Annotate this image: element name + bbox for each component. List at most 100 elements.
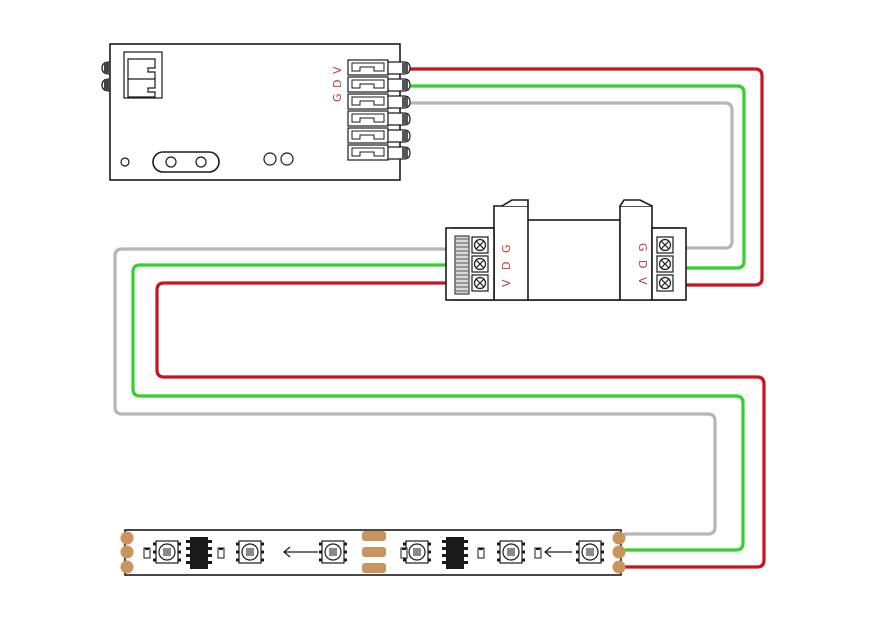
led-pin (319, 550, 322, 554)
led-die (163, 548, 171, 556)
ic-pin (186, 561, 190, 564)
data-wire-amplifier-to-strip (131, 263, 745, 552)
resistor-cap (479, 548, 483, 550)
amp-left-label-v: V (500, 279, 513, 287)
led-pin (428, 558, 431, 562)
connector-contact (351, 62, 385, 72)
ground-wire-amplifier-to-strip (113, 247, 717, 536)
led-strip (120, 529, 626, 576)
ic-body (446, 537, 464, 569)
led-pin (261, 558, 264, 562)
arrow-head (544, 546, 552, 558)
led-pin (319, 542, 322, 546)
led-pin (319, 558, 322, 562)
led-die (329, 548, 337, 556)
amp-left-label-g: G (500, 244, 513, 253)
led-chip (153, 540, 181, 564)
ic-pin (186, 540, 190, 543)
led-pin (236, 542, 239, 546)
ic-pin (442, 554, 446, 557)
led-pin (236, 550, 239, 554)
connector-contact (351, 79, 385, 89)
driver-ic (186, 537, 212, 569)
wire-plug-tip (402, 97, 408, 107)
led-pin (153, 558, 156, 562)
indicator-led (263, 152, 277, 166)
led-pin (601, 558, 604, 562)
power-wire-controller-to-amplifier (408, 67, 764, 287)
cut-pad (362, 563, 386, 573)
cut-pad (362, 531, 386, 541)
screw-slot (475, 240, 485, 250)
wire-plug-tip (402, 80, 408, 90)
ic-pin (186, 547, 190, 550)
wire-plug-tip (402, 131, 408, 141)
connector-contact (351, 113, 385, 123)
mount-hole (120, 157, 130, 167)
solder-pad (612, 560, 626, 574)
arrow-left-icon (544, 546, 572, 558)
led-pin (178, 550, 181, 554)
ic-pin (464, 554, 468, 557)
screw-slot (660, 259, 670, 269)
led-die (413, 548, 421, 556)
led-pin (522, 542, 525, 546)
ic-pin (464, 547, 468, 550)
connector-contact (351, 147, 385, 157)
arrow-left-icon (283, 546, 318, 558)
wire-plug-tip (402, 114, 408, 124)
ic-pin (464, 540, 468, 543)
led-pin (344, 558, 347, 562)
signal-amplifier: V D G G D V (445, 199, 687, 301)
led-pin (261, 542, 264, 546)
solder-pad (612, 531, 626, 545)
controller-board: G D V (101, 43, 411, 181)
led-pin (576, 542, 579, 546)
screw-slot (660, 278, 670, 288)
controller-output-connector (347, 59, 411, 161)
led-pin (403, 558, 406, 562)
led-pin (576, 558, 579, 562)
led-pin (576, 550, 579, 554)
controller-pin-label-g: G (331, 93, 344, 102)
connector-contact (351, 96, 385, 106)
ic-pin (442, 547, 446, 550)
amp-right-label-d: D (636, 260, 649, 268)
connector-contact (351, 130, 385, 140)
ic-pin (208, 547, 212, 550)
ic-pin (464, 561, 468, 564)
led-die (507, 548, 515, 556)
screw-slot (475, 259, 485, 269)
solder-pad (120, 560, 134, 574)
led-chip (319, 540, 347, 564)
mount-slot (152, 151, 220, 173)
resistor-cap (219, 548, 223, 550)
led-chip (576, 540, 604, 564)
screw-slot (660, 240, 670, 250)
led-pin (178, 558, 181, 562)
wire-plug-tip (402, 63, 408, 73)
solder-pad (120, 545, 134, 559)
led-chip (497, 540, 525, 564)
led-pin (344, 542, 347, 546)
led-pin (153, 542, 156, 546)
ic-pin (186, 554, 190, 557)
led-die (246, 548, 254, 556)
led-pin (261, 550, 264, 554)
solder-pad (612, 545, 626, 559)
cut-pad (362, 547, 386, 557)
amp-right-label-v: V (636, 277, 649, 285)
led-pin (344, 550, 347, 554)
led-pin (428, 542, 431, 546)
led-pin (236, 558, 239, 562)
wire-plug-tip (402, 148, 408, 158)
resistor-cap (536, 548, 540, 550)
led-pin (522, 558, 525, 562)
ic-pin (208, 540, 212, 543)
controller-input-connector (101, 51, 163, 99)
arrow-head (283, 546, 291, 558)
screw-slot (475, 278, 485, 288)
led-chip (236, 540, 264, 564)
led-pin (153, 550, 156, 554)
led-pin (601, 542, 604, 546)
